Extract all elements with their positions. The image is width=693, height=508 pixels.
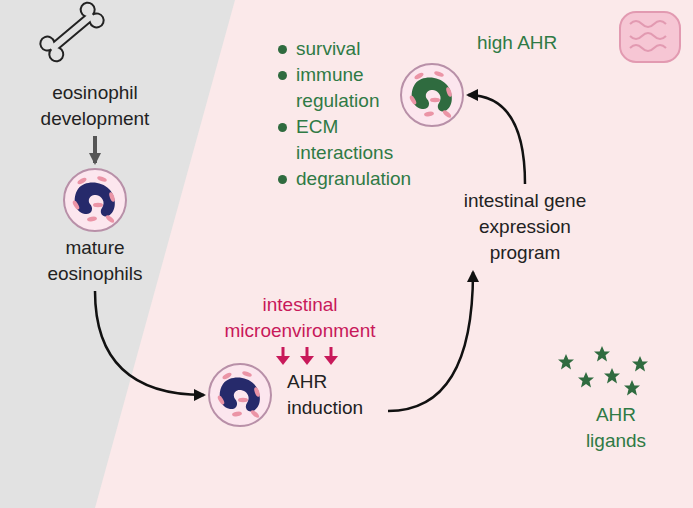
label-box: AHR ligands bbox=[566, 402, 666, 454]
ligand-label: AHR ligands bbox=[566, 402, 666, 454]
bullet-dot bbox=[278, 175, 287, 184]
bullet-item: degranulation bbox=[278, 166, 428, 192]
program-label: intestinal gene expression program bbox=[445, 188, 605, 266]
function-label: immune regulation bbox=[296, 62, 428, 114]
flow-arrow bbox=[468, 95, 525, 184]
eosinophil-node: AHR induction bbox=[207, 362, 382, 428]
function-label: degranulation bbox=[296, 166, 411, 192]
stage-label: eosinophil development bbox=[30, 80, 160, 132]
bone-icon bbox=[37, 0, 106, 64]
eosinophil-cell bbox=[399, 62, 465, 128]
node-label: AHR induction bbox=[287, 369, 382, 421]
node-label: eosinophil development bbox=[30, 80, 160, 132]
bullet-item: immune regulation bbox=[278, 62, 428, 114]
node-label: intestinal gene expression program bbox=[445, 188, 605, 266]
ligand-stars bbox=[558, 346, 648, 396]
node-label: high AHR bbox=[477, 30, 557, 56]
bone-marrow-band bbox=[0, 0, 235, 508]
flow-arrow bbox=[93, 136, 97, 163]
eosinophil-cell bbox=[62, 167, 128, 233]
bullet-dot bbox=[278, 45, 287, 54]
function-label: survival bbox=[296, 36, 360, 62]
node-label: mature eosinophils bbox=[20, 235, 170, 287]
eosinophil-node: high AHR bbox=[399, 30, 559, 130]
bullet-dot bbox=[278, 71, 287, 80]
bullet-item: ECM interactions bbox=[278, 114, 428, 166]
flow-arrow bbox=[388, 272, 473, 411]
bullet-item: survival bbox=[278, 36, 428, 62]
environment-label: intestinal microenvironment bbox=[215, 292, 385, 344]
microenvironment-arrows bbox=[276, 347, 338, 365]
eosinophil-node: mature eosinophils bbox=[20, 167, 170, 287]
function-list: survivalimmune regulationECM interaction… bbox=[278, 36, 428, 192]
flow-arrow bbox=[95, 291, 204, 395]
function-label: ECM interactions bbox=[296, 114, 428, 166]
bullet-dot bbox=[278, 123, 287, 132]
intestine-icon bbox=[620, 12, 680, 62]
eosinophil-cell bbox=[207, 362, 273, 428]
label-box: intestinal microenvironment bbox=[215, 292, 385, 344]
